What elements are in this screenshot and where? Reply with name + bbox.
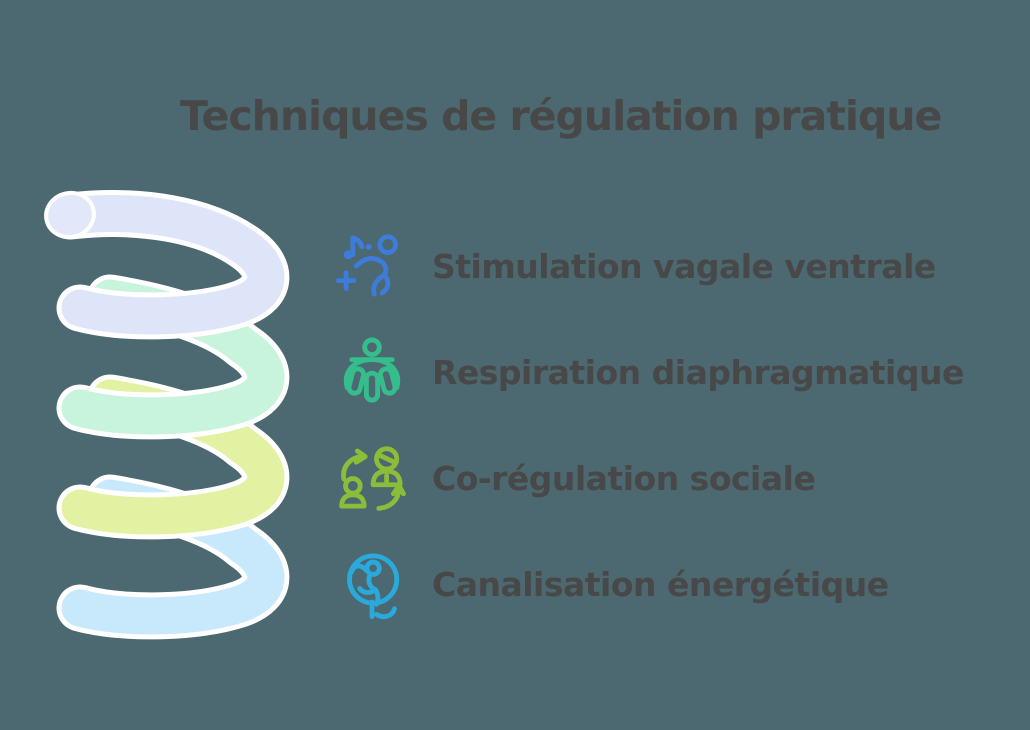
list-item: Co-régulation sociale <box>336 425 964 531</box>
coil-spring-graphic <box>44 190 290 640</box>
energy-channeling-icon <box>336 548 408 620</box>
list-item: Respiration diaphragmatique <box>336 319 964 425</box>
item-label: Canalisation énergétique <box>432 564 889 604</box>
list-item: Canalisation énergétique <box>336 531 964 637</box>
breathing-person-icon <box>336 336 408 408</box>
dancing-person-music-icon <box>336 230 408 302</box>
social-coregulation-icon <box>336 442 408 514</box>
list-item: Stimulation vagale ventrale <box>336 213 964 319</box>
page-title: Techniques de régulation pratique <box>180 92 942 140</box>
item-label: Co-régulation sociale <box>432 458 816 498</box>
item-label: Stimulation vagale ventrale <box>432 246 936 286</box>
technique-list: Stimulation vagale ventrale Respiration … <box>336 213 964 637</box>
item-label: Respiration diaphragmatique <box>432 352 964 392</box>
coil-end-cap <box>44 190 96 240</box>
